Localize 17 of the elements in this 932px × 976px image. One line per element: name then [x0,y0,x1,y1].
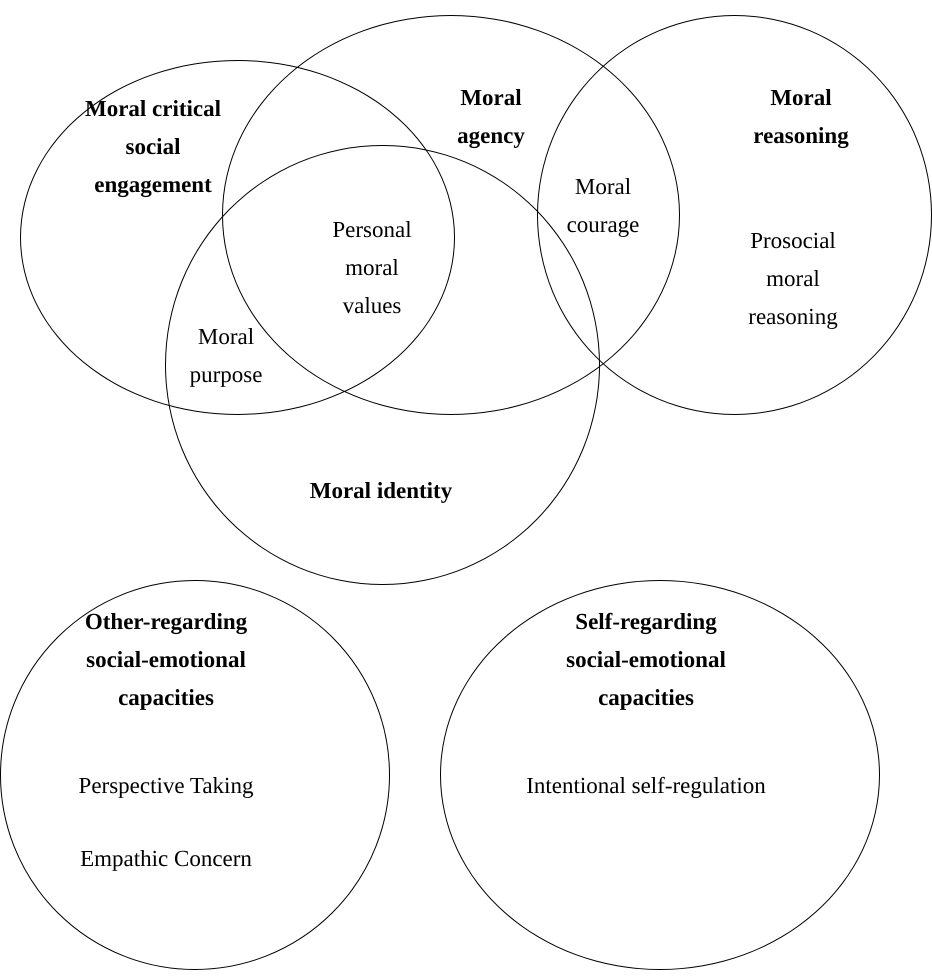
circle-heading: Moral critical social engagement [84,95,222,200]
circle-heading: Self-regarding social-emotional capacities [565,608,727,712]
circle-heading: Moral agency [456,84,526,150]
venn-circle [537,15,932,415]
circle-heading: Moral identity [308,477,454,505]
circle-heading: Other-regarding social-emotional capacities [84,608,248,712]
circle-text: Empathic Concern [79,845,253,873]
circle-text: Intentional self-regulation [525,772,767,800]
circle-text: Perspective Taking [78,772,254,800]
circle-text: Prosocial moral reasoning [747,227,839,331]
overlap-label: Moral courage [566,173,640,239]
venn-circle [20,60,455,415]
venn-circle [0,580,390,970]
venn-circle [440,580,880,970]
overlap-label: Personal moral values [331,216,413,320]
circle-heading: Moral reasoning [752,84,850,150]
overlap-label: Moral purpose [188,323,264,389]
